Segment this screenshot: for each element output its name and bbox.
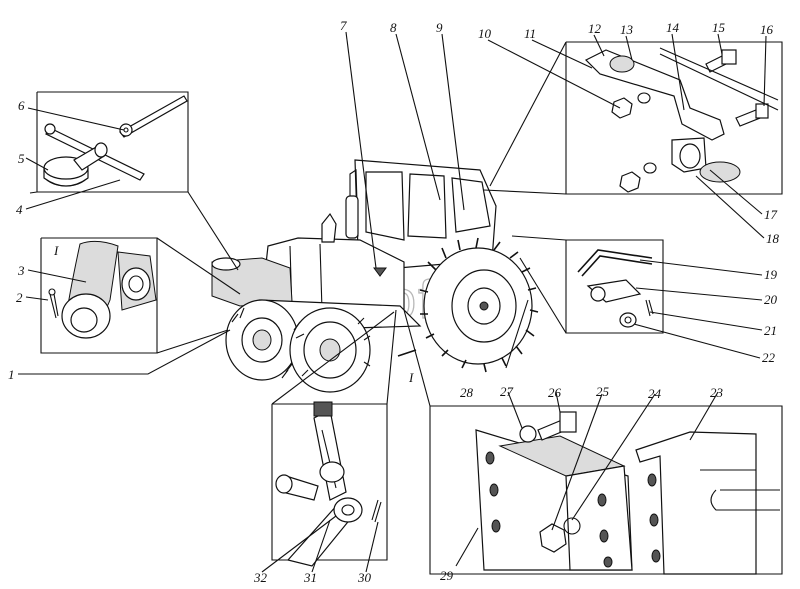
callout-30: 30: [357, 570, 372, 585]
callout-14: 14: [666, 20, 680, 35]
callout-29: 29: [440, 568, 454, 583]
inset-mid-right-detail: [565, 239, 664, 334]
callout-27: 27: [500, 384, 514, 399]
callout-15: 15: [712, 20, 726, 35]
callout-1: 1: [8, 367, 15, 382]
inset-mark-i-left: I: [53, 243, 59, 258]
callout-22: 22: [762, 350, 776, 365]
view-marker-i: I: [408, 370, 414, 385]
tractor-main-view: I: [211, 159, 539, 393]
callout-24: 24: [648, 386, 662, 401]
callout-26: 26: [548, 385, 562, 400]
connector-lines: [29, 41, 567, 407]
callout-25: 25: [596, 384, 610, 399]
callout-6: 6: [18, 98, 25, 113]
callout-21: 21: [764, 323, 777, 338]
callout-32: 32: [253, 570, 268, 585]
callout-12: 12: [588, 21, 602, 36]
callout-23: 23: [710, 385, 724, 400]
callout-28: 28: [460, 385, 474, 400]
callout-13: 13: [620, 22, 634, 37]
callout-9: 9: [436, 20, 443, 35]
leader-lines: [18, 31, 767, 573]
inset-top-left-detail: [36, 91, 189, 193]
callout-16: 16: [760, 22, 774, 37]
inset-bottom-right-detail: [429, 405, 783, 575]
callout-8: 8: [390, 20, 397, 35]
callout-19: 19: [764, 267, 778, 282]
callout-7: 7: [340, 18, 347, 33]
callout-3: 3: [17, 263, 25, 278]
callout-18: 18: [766, 231, 780, 246]
callout-10: 10: [478, 26, 492, 41]
callout-5: 5: [18, 151, 25, 166]
callout-11: 11: [524, 26, 536, 41]
callout-4: 4: [16, 202, 23, 217]
inset-mid-left-detail: I: [40, 237, 158, 354]
callout-17: 17: [764, 207, 778, 222]
inset-top-right-detail: [565, 41, 783, 195]
inset-bottom-center-detail: [271, 401, 388, 567]
callout-20: 20: [764, 292, 778, 307]
callout-31: 31: [303, 570, 317, 585]
callout-2: 2: [16, 290, 23, 305]
callout-labels: 1 2 3 4 5 6 7 8 9 10 11 12 13 14 15 16 1…: [8, 18, 780, 585]
